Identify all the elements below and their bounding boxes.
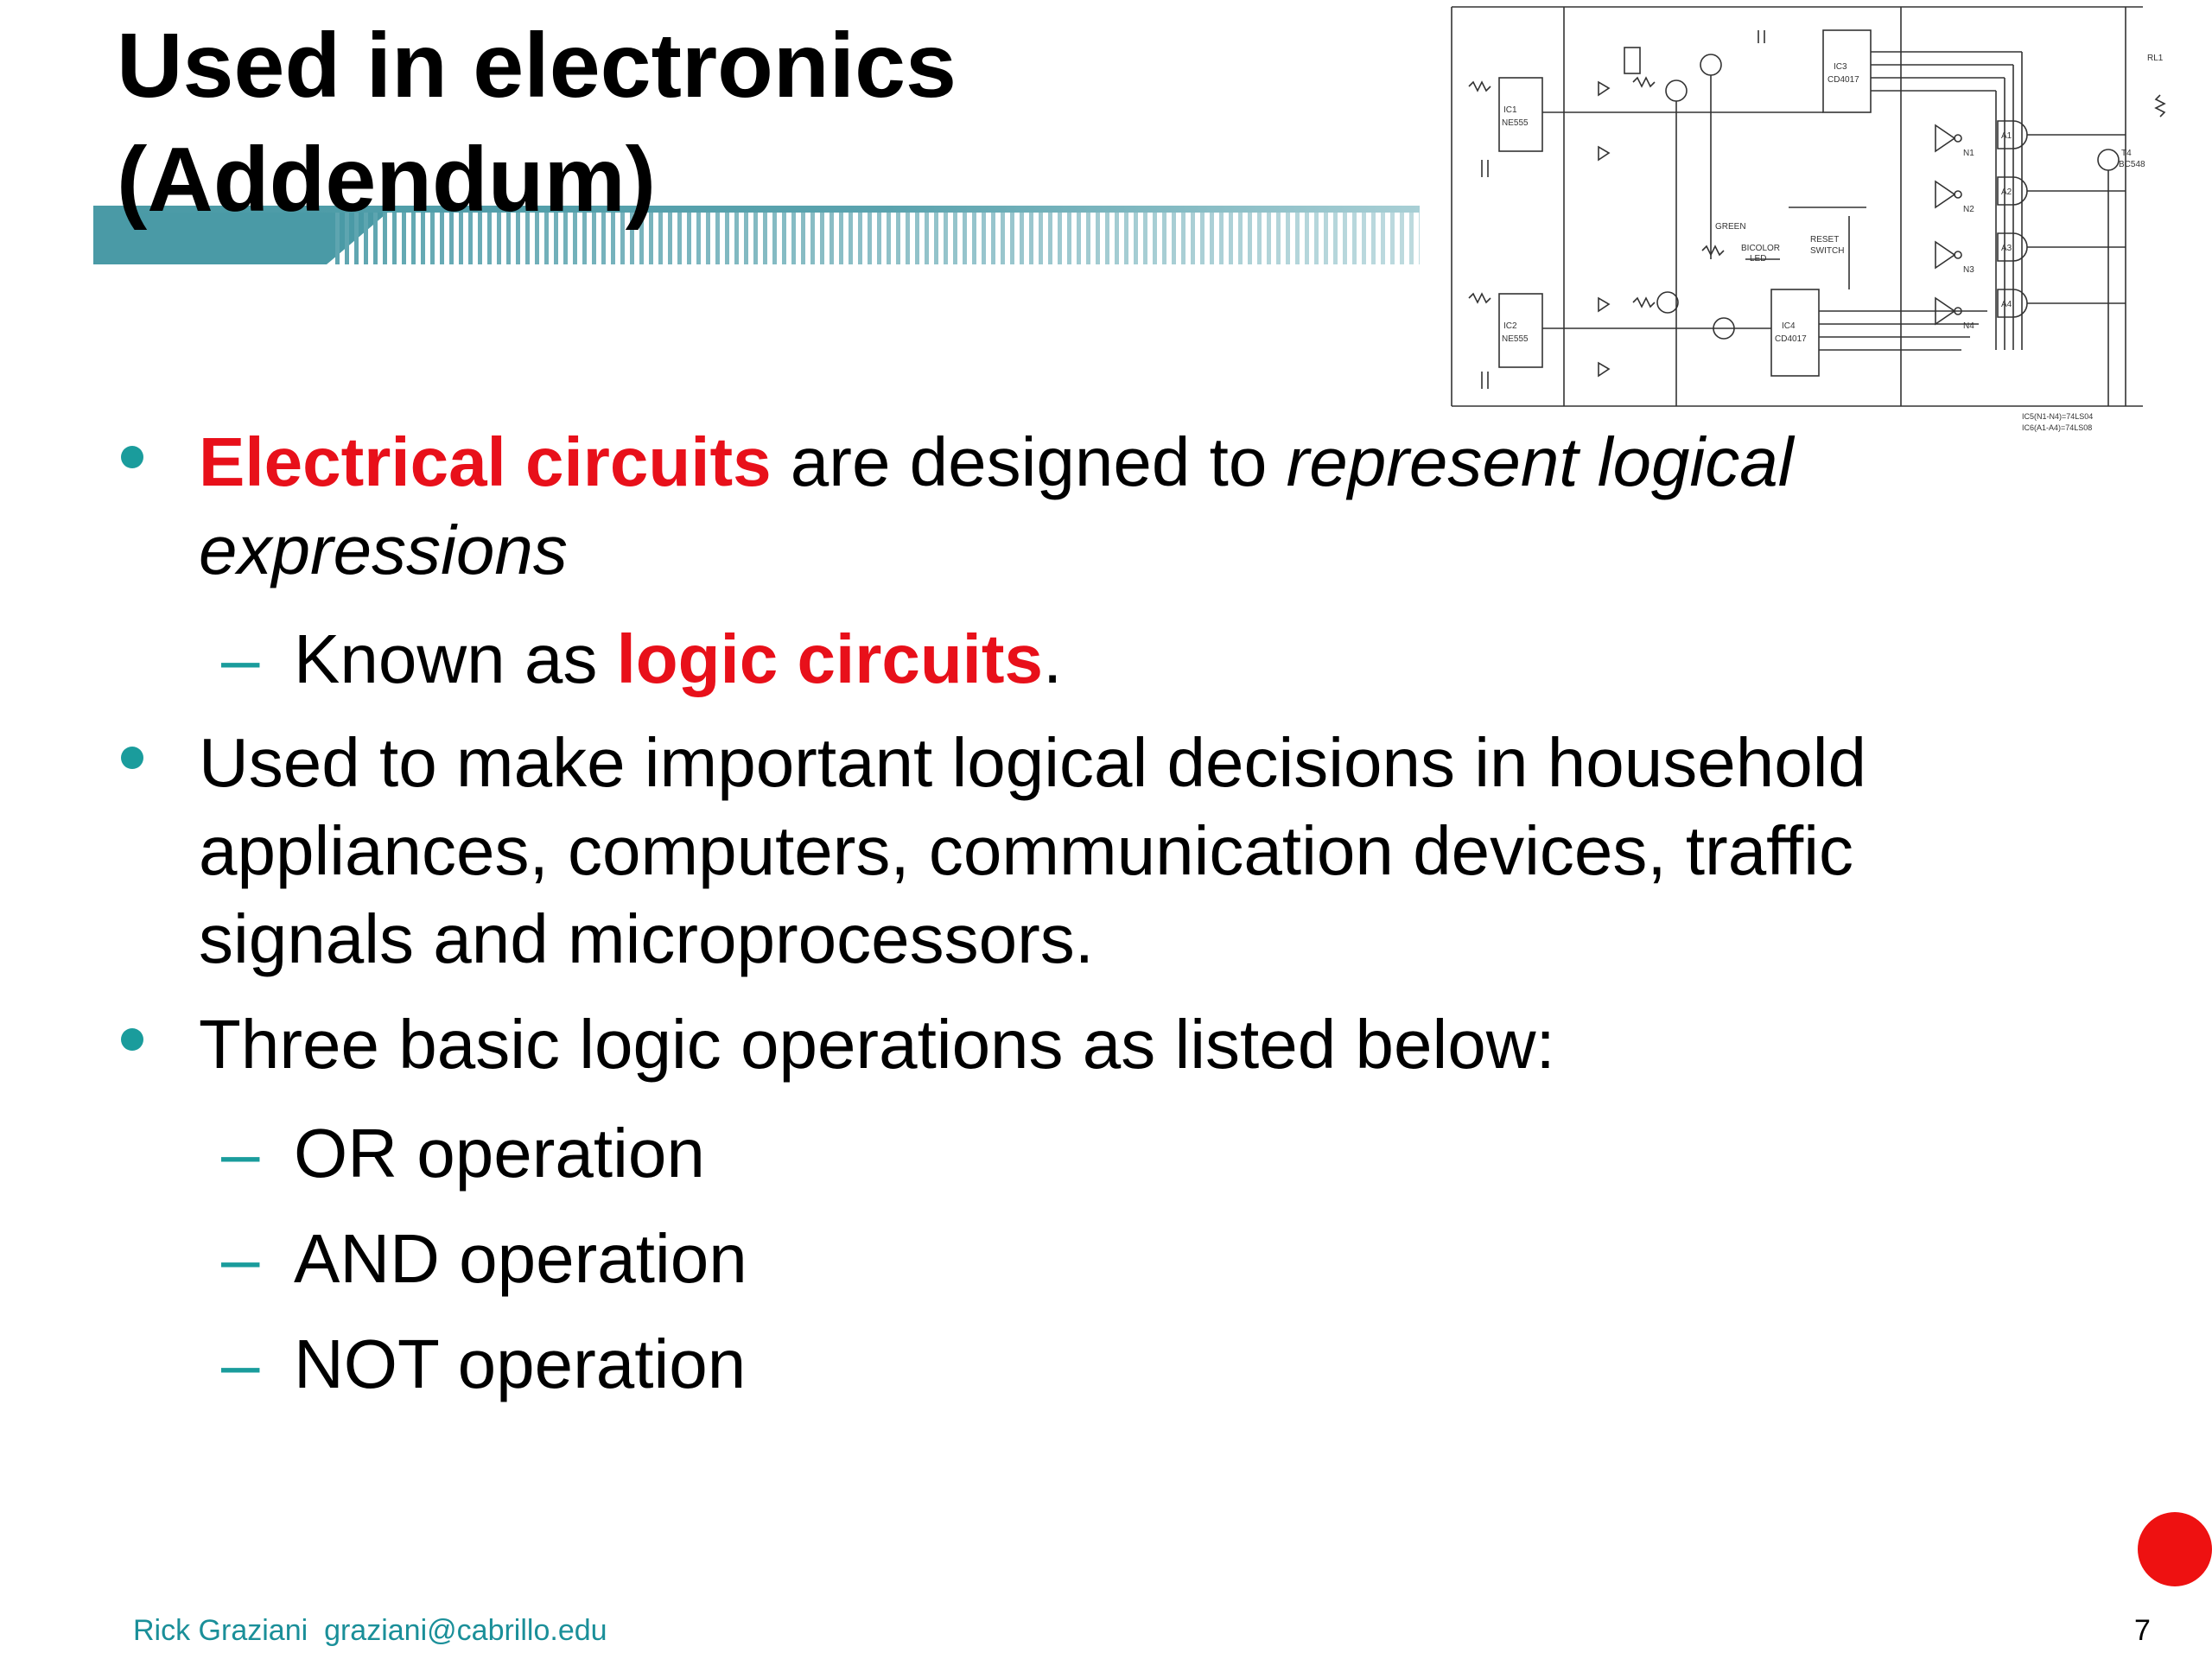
bullet-1-text: are designed to: [771, 423, 1287, 500]
page-number: 7: [2134, 1614, 2151, 1647]
title-decorative-bar: [93, 206, 1420, 264]
schematic-label-a3: A3: [2001, 244, 2012, 253]
sub-dash-not: –: [221, 1325, 260, 1402]
schematic-label-led: LED: [1750, 254, 1766, 264]
schematic-label-a2: A2: [2001, 188, 2012, 197]
bullet-1-italic-2: expressions: [199, 512, 568, 588]
title-line-2: (Addendum): [117, 129, 657, 231]
sub-1-period: .: [1043, 620, 1063, 697]
circuit-schematic-image: IC1 NE555 IC2 NE555 IC3 CD4017 IC4 CD401…: [1451, 6, 2166, 432]
bullet-dot-2: [121, 747, 143, 769]
footer-email: graziani@cabrillo.edu: [324, 1614, 607, 1647]
footer-author: Rick Graziani: [133, 1614, 308, 1647]
schematic-label-ic1: IC1: [1503, 105, 1517, 115]
schematic-label-ic2: IC2: [1503, 321, 1517, 331]
schematic-label-ic2-part: NE555: [1502, 334, 1529, 344]
slide-title: Used in electronics (Addendum): [117, 9, 957, 237]
bullet-dot-1: [121, 446, 143, 468]
sub-or-operation: OR operation: [294, 1115, 705, 1192]
schematic-label-green: GREEN: [1715, 222, 1746, 232]
highlight-electrical-circuits: Electrical circuits: [199, 423, 772, 500]
schematic-label-switch: SWITCH: [1810, 246, 1844, 256]
schematic-label-ic3: IC3: [1834, 62, 1847, 72]
footer-author-info: Rick Graziani graziani@cabrillo.edu: [133, 1614, 607, 1648]
title-line-1: Used in electronics: [117, 15, 957, 117]
schematic-label-n1: N1: [1963, 149, 1974, 158]
schematic-label-reset: RESET: [1810, 235, 1839, 245]
sub-dash-or: –: [221, 1115, 260, 1192]
schematic-label-t4: T4: [2121, 149, 2132, 158]
schematic-label-rl1: RL1: [2147, 54, 2164, 63]
sub-and-operation: AND operation: [294, 1220, 747, 1297]
bullet-2-line-2: appliances, computers, communication dev…: [199, 812, 1853, 889]
schematic-label-bicolor: BICOLOR: [1741, 244, 1780, 253]
schematic-label-n2: N2: [1963, 205, 1974, 214]
sub-1-line: Known as logic circuits.: [294, 615, 1062, 703]
schematic-label-bc548: BC548: [2119, 160, 2145, 169]
schematic-label-a4: A4: [2001, 300, 2012, 309]
schematic-label-a1: A1: [2001, 131, 2012, 141]
schematic-label-ic3-part: CD4017: [1827, 75, 1859, 85]
bullet-dot-3: [121, 1028, 143, 1051]
bullet-2-line-3: signals and microprocessors.: [199, 900, 1094, 977]
bullet-2-line-1: Used to make important logical decisions…: [199, 724, 1866, 801]
sub-dash-1: –: [221, 620, 260, 697]
schematic-label-ic1-part: NE555: [1502, 118, 1529, 128]
schematic-label-ic4-part: CD4017: [1775, 334, 1807, 344]
bullet-3-line-1: Three basic logic operations as listed b…: [199, 1006, 1555, 1083]
sub-dash-and: –: [221, 1220, 260, 1297]
bullet-1-line-2: expressions: [199, 506, 568, 594]
red-dot-decoration: [2138, 1512, 2212, 1586]
schematic-label-n4: N4: [1963, 321, 1974, 331]
schematic-note-ic6: IC6(A1-A4)=74LS08: [2022, 423, 2092, 432]
sub-not-operation: NOT operation: [294, 1325, 747, 1402]
schematic-label-ic4: IC4: [1782, 321, 1796, 331]
schematic-note-ic5: IC5(N1-N4)=74LS04: [2022, 412, 2093, 421]
title-bar-stripes: [335, 213, 1420, 264]
highlight-logic-circuits: logic circuits: [616, 620, 1044, 697]
sub-1-text: Known as: [294, 620, 617, 697]
bullet-1-italic-1: represent logical: [1286, 423, 1794, 500]
bullet-1-line-1: Electrical circuits are designed to repr…: [199, 418, 1794, 506]
schematic-label-n3: N3: [1963, 265, 1974, 275]
